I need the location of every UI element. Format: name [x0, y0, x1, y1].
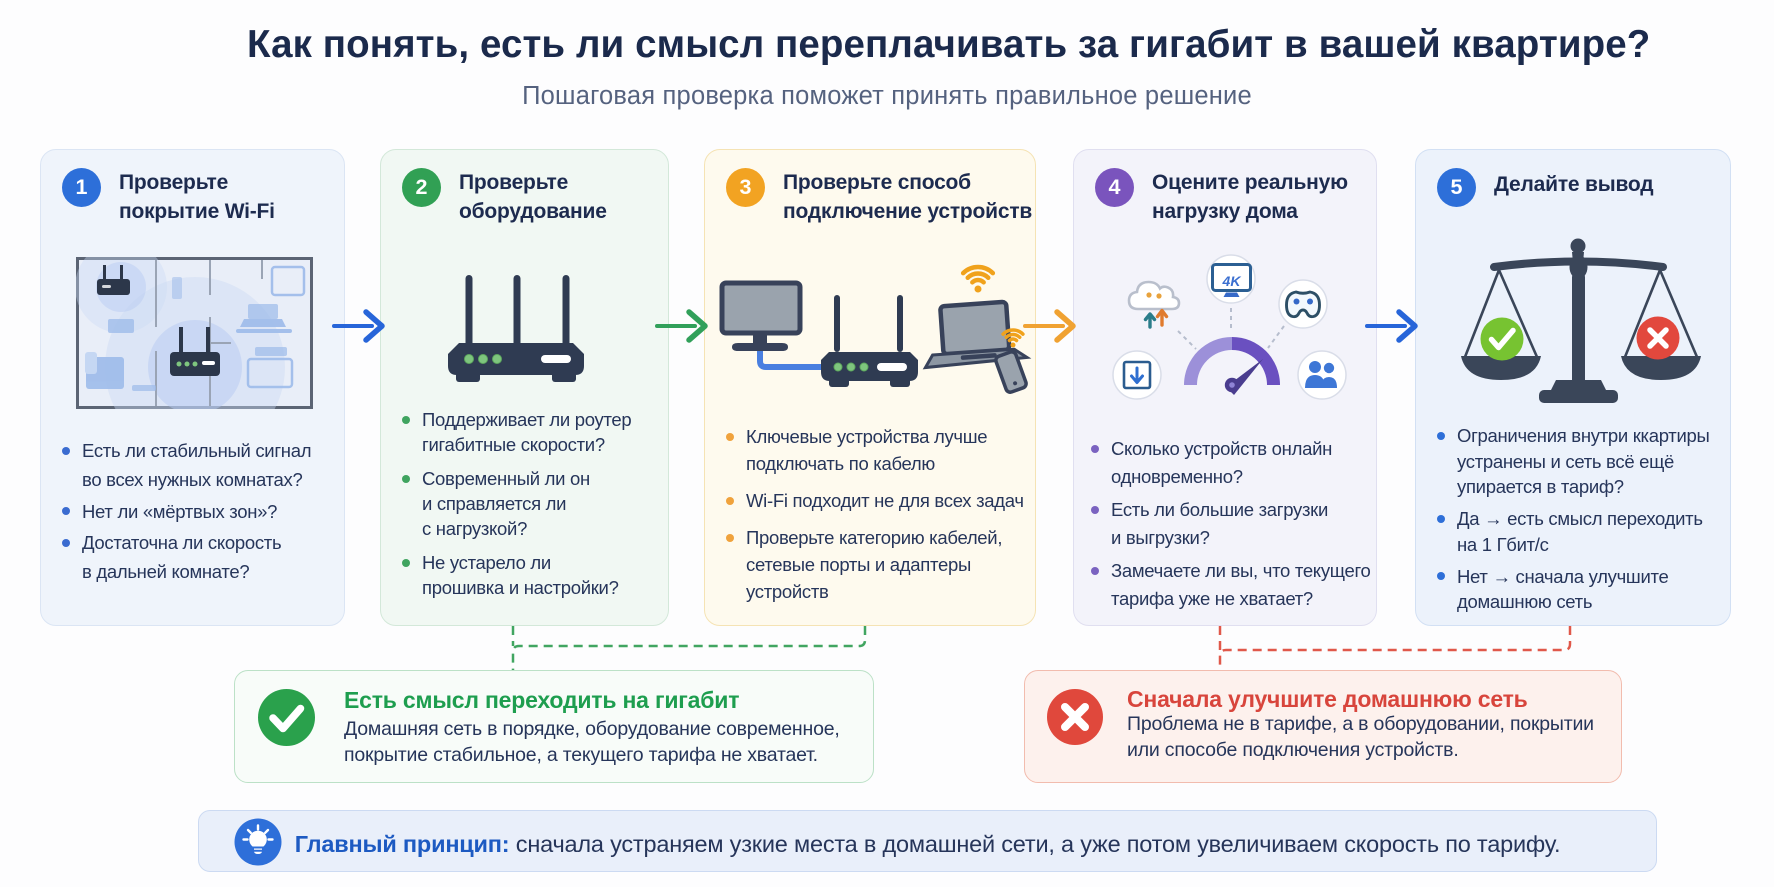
svg-text:4K: 4K	[1222, 273, 1242, 289]
